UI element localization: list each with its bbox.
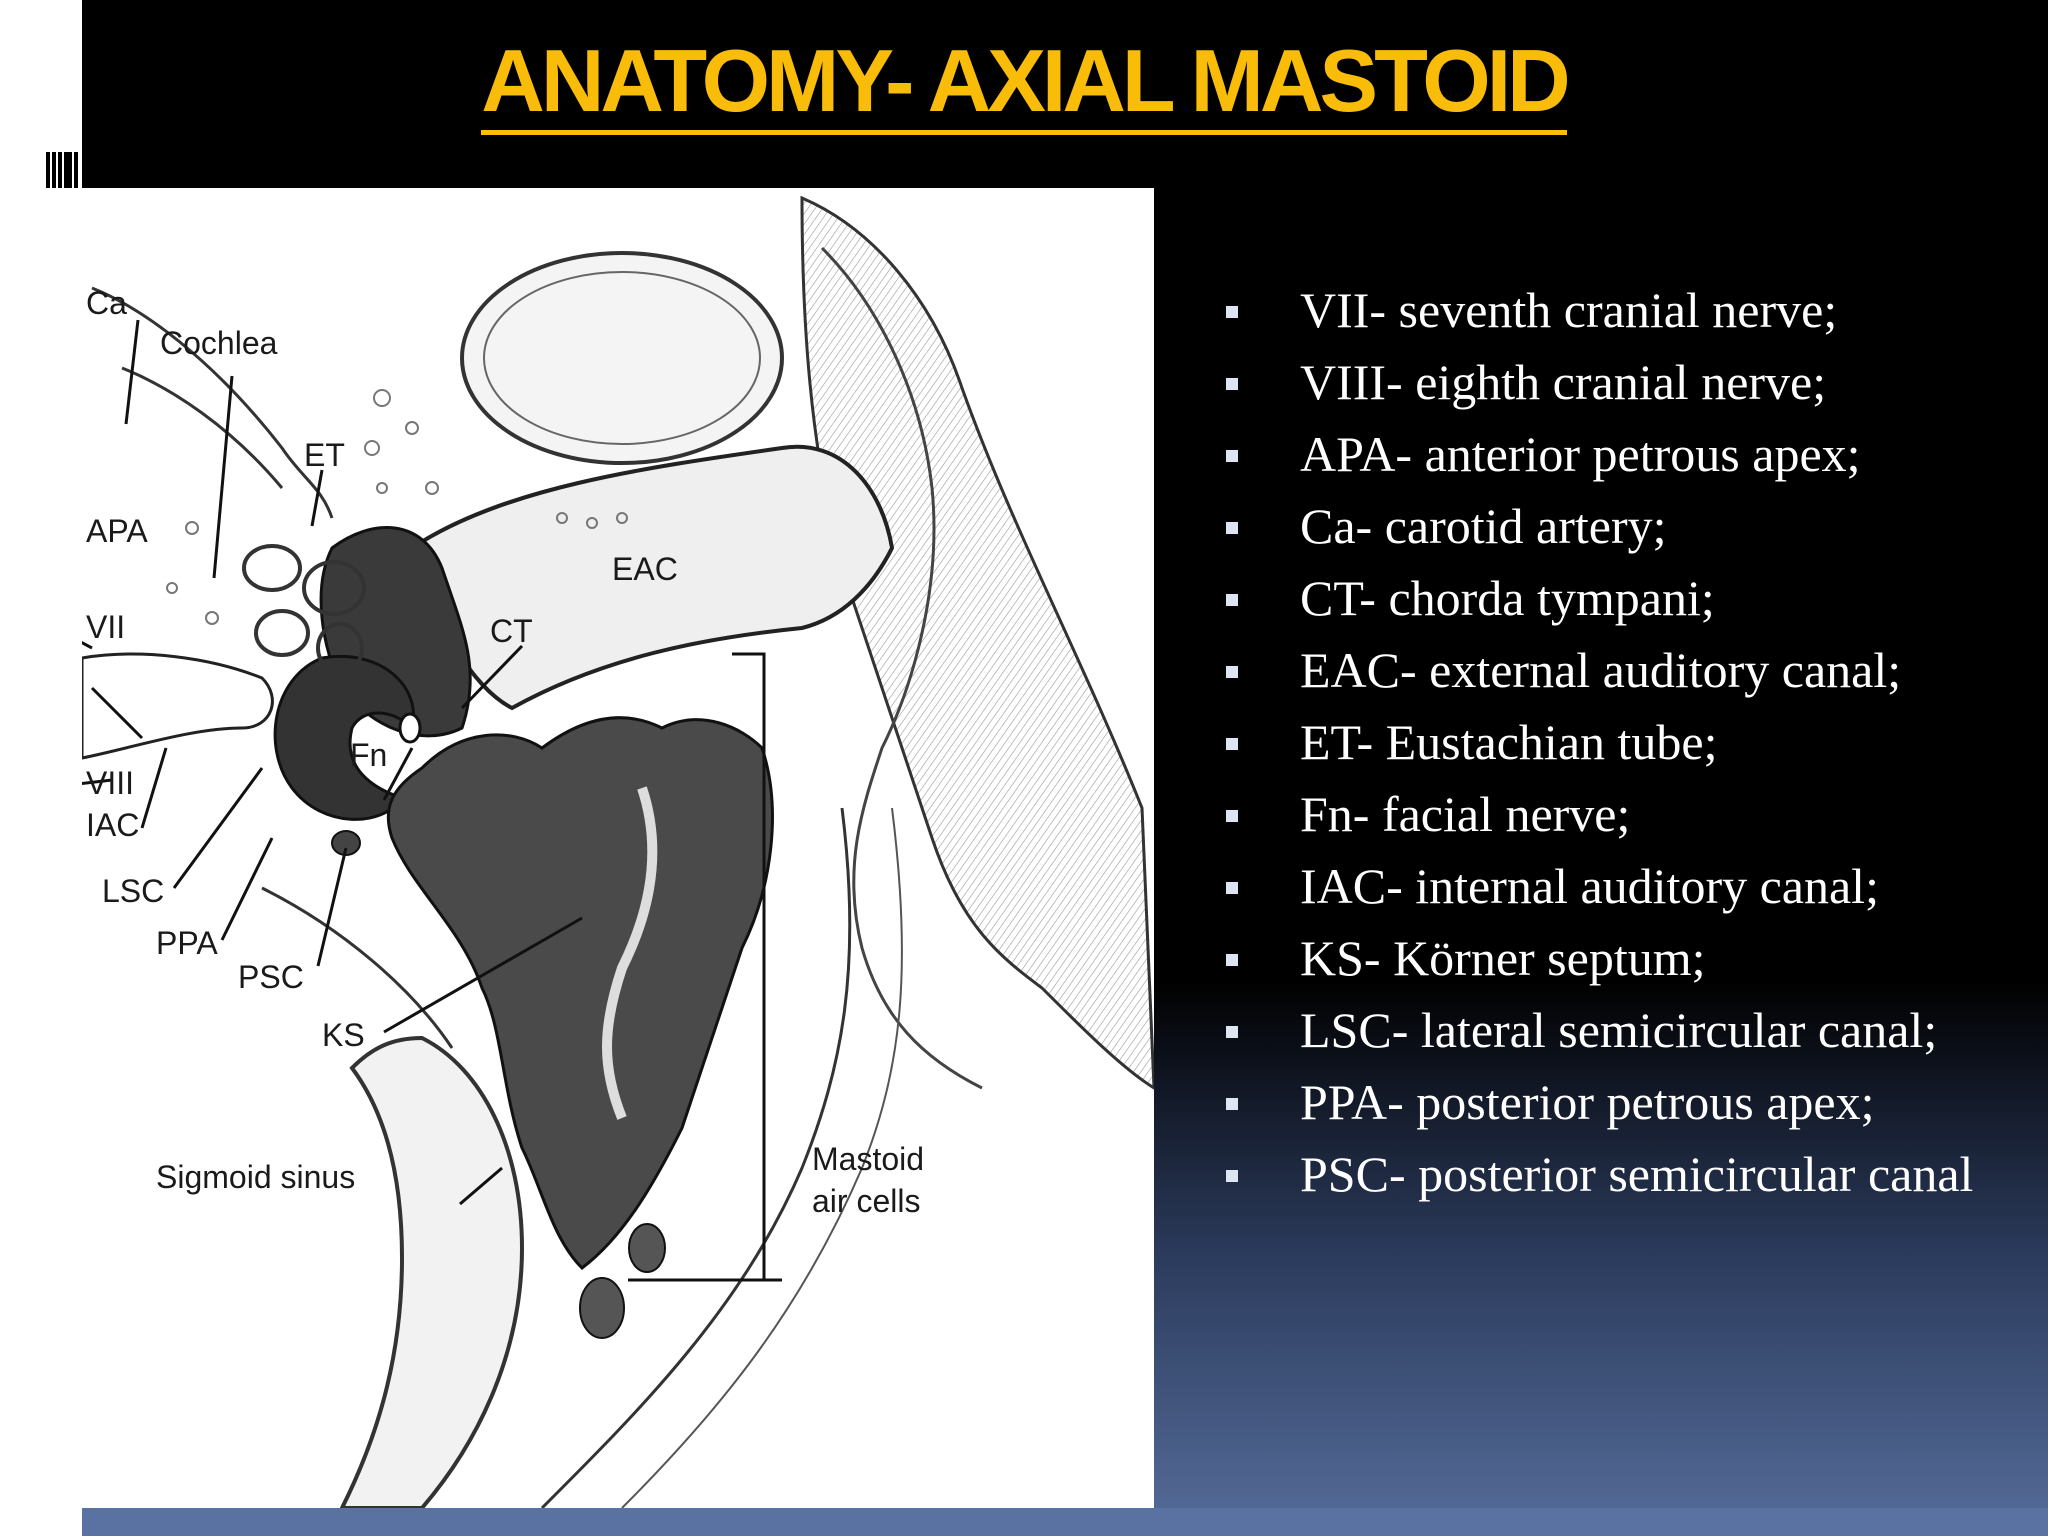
legend-item: ET- Eustachian tube;	[1218, 716, 2018, 768]
label-ct: CT	[490, 613, 533, 649]
label-fn: Fn	[350, 737, 387, 773]
scattered-air-cells	[166, 389, 628, 625]
lateral-skull-cortex	[800, 195, 1154, 1090]
legend-item: Fn- facial nerve;	[1218, 788, 2018, 840]
label-vii: VII	[86, 609, 125, 645]
label-mastoid: Mastoid	[812, 1141, 924, 1177]
upper-oval-structure	[460, 251, 784, 465]
legend-item: PSC- posterior semicircular canal	[1218, 1148, 2018, 1200]
label-ppa: PPA	[156, 925, 218, 961]
psc-section	[331, 830, 361, 856]
axial-mastoid-diagram: Ca Cochlea ET APA VII VIII IAC LSC PPA P…	[82, 188, 1154, 1508]
cochlea-turns	[242, 544, 366, 674]
label-viii: VIII	[86, 765, 134, 801]
sigmoid-sinus	[339, 1035, 525, 1508]
external-auditory-canal	[409, 444, 895, 711]
diagram-drawing: Ca Cochlea ET APA VII VIII IAC LSC PPA P…	[82, 195, 1154, 1508]
legend-item: LSC- lateral semicircular canal;	[1218, 1004, 2018, 1056]
carotid-canal-outline	[91, 286, 334, 519]
internal-auditory-canal-shape	[82, 652, 274, 760]
label-cochlea: Cochlea	[160, 325, 278, 361]
label-iac: IAC	[86, 807, 139, 843]
corner-barcode-mark	[46, 152, 82, 188]
slide-left-margin	[0, 0, 82, 1536]
legend-item: PPA- posterior petrous apex;	[1218, 1076, 2018, 1128]
mastoid-air-cells	[386, 716, 774, 1270]
lateral-semicircular-canal-shape	[273, 655, 415, 821]
legend-item: APA- anterior petrous apex;	[1218, 428, 2018, 480]
legend-item: EAC- external auditory canal;	[1218, 644, 2018, 696]
legend-item: Ca- carotid artery;	[1218, 500, 2018, 552]
label-sigmoid-sinus: Sigmoid sinus	[156, 1159, 355, 1195]
legend-item: IAC- internal auditory canal;	[1218, 860, 2018, 912]
label-eac: EAC	[612, 551, 678, 587]
leader-lines	[82, 319, 782, 1282]
slide-title: ANATOMY- AXIAL MASTOID	[0, 30, 2048, 135]
label-et: ET	[304, 437, 345, 473]
label-apa: APA	[86, 513, 148, 549]
legend-item: KS- Körner septum;	[1218, 932, 2018, 984]
legend-item: VII- seventh cranial nerve;	[1218, 284, 2018, 336]
temporal-bone-ridge	[820, 246, 983, 1090]
slide-title-text: ANATOMY- AXIAL MASTOID	[481, 31, 1571, 135]
label-psc: PSC	[238, 959, 304, 995]
slide-bottom-bar	[82, 1508, 2048, 1536]
label-ca: Ca	[86, 285, 127, 321]
facial-nerve-section	[398, 712, 422, 744]
label-lsc: LSC	[102, 873, 164, 909]
legend-item: VIII- eighth cranial nerve;	[1218, 356, 2018, 408]
label-ks: KS	[322, 1017, 365, 1053]
label-air-cells: air cells	[812, 1183, 920, 1219]
abbreviation-legend: VII- seventh cranial nerve; VIII- eighth…	[1218, 284, 2018, 1220]
legend-item: CT- chorda tympani;	[1218, 572, 2018, 624]
